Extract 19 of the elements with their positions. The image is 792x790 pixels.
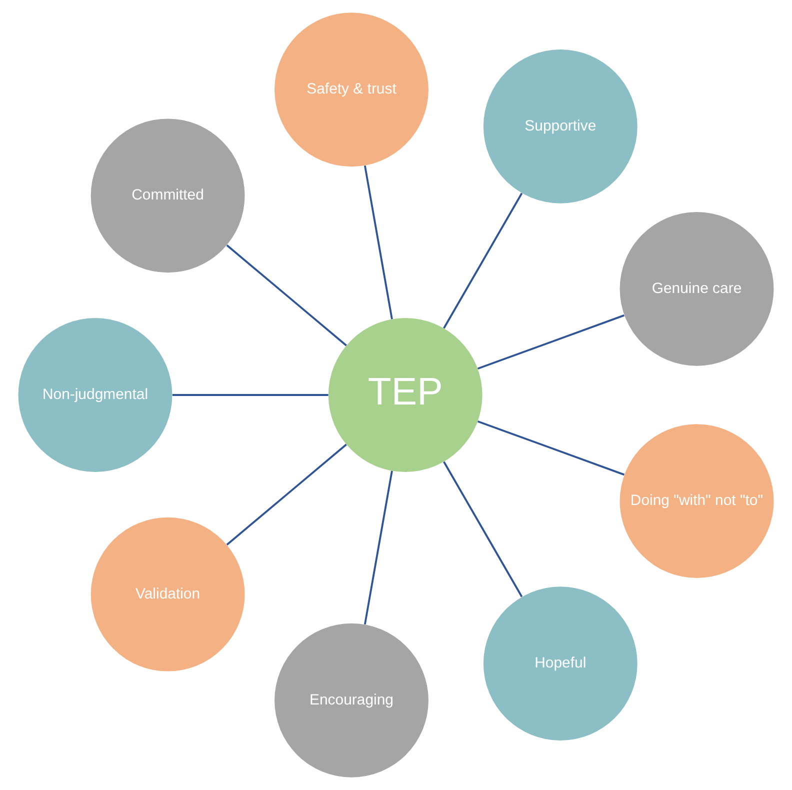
- node-circle: Doing "with" not "to": [620, 424, 774, 578]
- node-circle: Non-judgmental: [18, 318, 172, 472]
- connector: [477, 314, 625, 370]
- node-circle: Supportive: [483, 49, 638, 204]
- connector: [443, 461, 523, 598]
- node-circle: Genuine care: [620, 212, 774, 366]
- node-circle: Encouraging: [274, 623, 428, 778]
- node-circle: TEP: [328, 318, 482, 472]
- connector: [364, 165, 393, 320]
- node-circle: Hopeful: [483, 586, 638, 741]
- connector: [226, 444, 347, 546]
- connector: [477, 420, 625, 476]
- connector: [226, 244, 347, 346]
- node-circle: Validation: [90, 517, 245, 672]
- connector: [364, 470, 393, 625]
- node-circle: Safety & trust: [274, 12, 428, 167]
- connector: [172, 394, 328, 396]
- node-circle: Committed: [90, 118, 245, 273]
- connector: [443, 192, 523, 329]
